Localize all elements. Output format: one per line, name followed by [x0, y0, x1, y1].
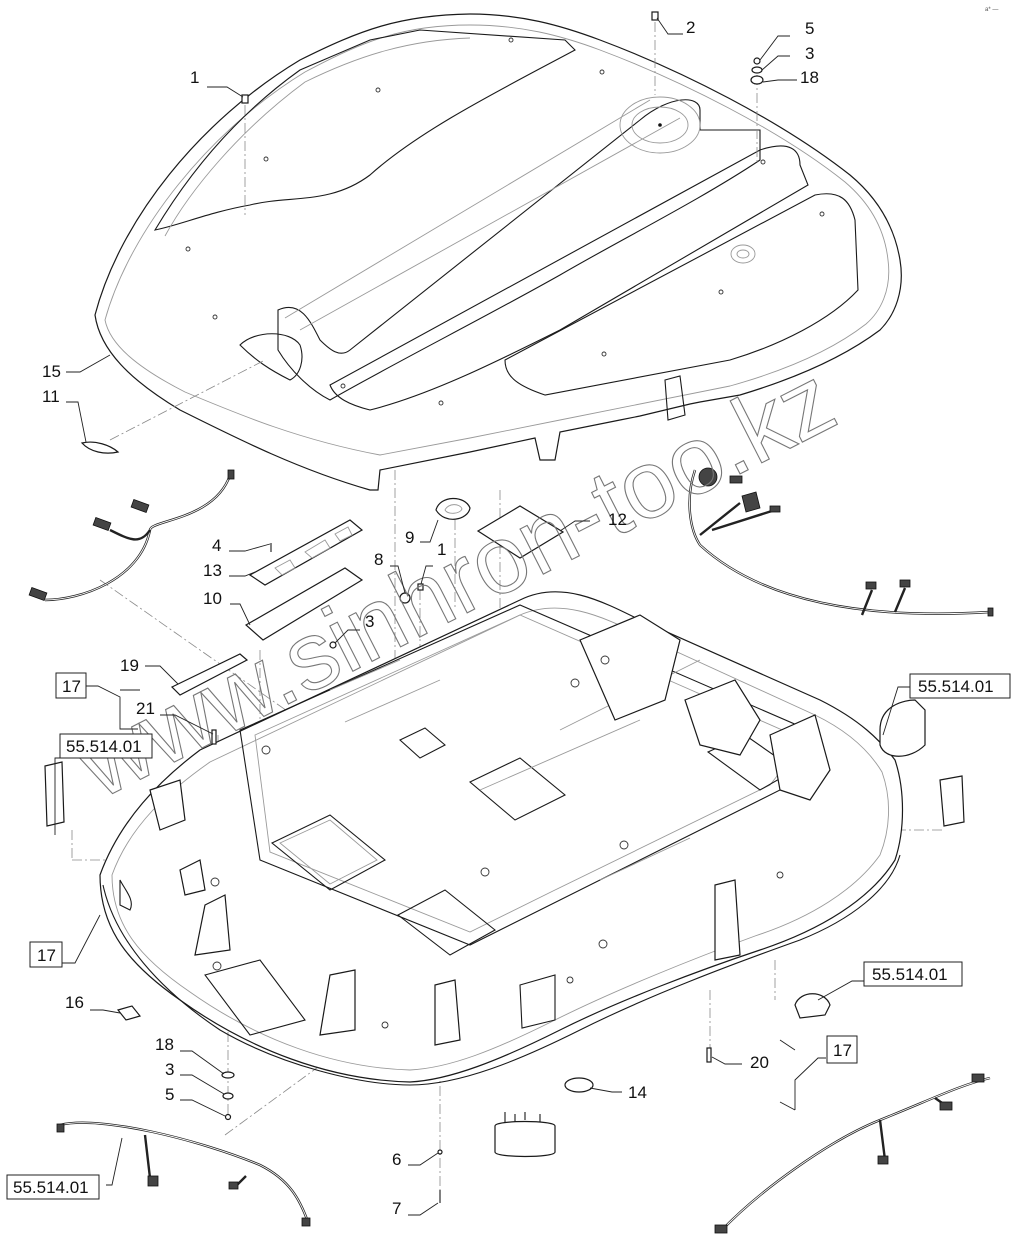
washer-3-bot: [222, 1092, 234, 1100]
ref-box-17-left-bottom[interactable]: 17: [29, 941, 63, 968]
washer-18-top: [750, 75, 764, 85]
callout-12: 12: [608, 510, 627, 529]
leader-lines: [54, 17, 910, 1216]
callout-15: 15: [42, 362, 61, 381]
callout-18-bot: 18: [155, 1035, 174, 1054]
grommet-9: [435, 497, 471, 520]
nut-5-bot: [224, 1113, 232, 1121]
roof-panel: [94, 13, 902, 491]
callout-18-top: 18: [800, 68, 819, 87]
callout-8: 8: [374, 550, 383, 569]
callout-5-top: 5: [805, 19, 814, 38]
callout-19: 19: [120, 656, 139, 675]
ref-box-label: 17: [833, 1041, 852, 1060]
washer-18-bot: [221, 1071, 235, 1079]
stud-21: [211, 729, 217, 745]
side-lamp-right: [939, 775, 965, 827]
clip-16: [116, 1005, 142, 1021]
corner-mark: a* —: [985, 7, 998, 13]
pad-12: [476, 505, 565, 559]
dome-lamp: [494, 1120, 556, 1158]
ref-box-label: 17: [37, 946, 56, 965]
callout-14: 14: [628, 1083, 647, 1102]
callout-13: 13: [203, 561, 222, 580]
ref-box-17-right[interactable]: 17: [826, 1035, 858, 1064]
wiring-harnesses: [28, 467, 994, 1234]
callout-2: 2: [686, 18, 695, 37]
loose-parts: [44, 11, 965, 1203]
pad-14: [564, 1077, 594, 1093]
ref-box-label: 17: [62, 677, 81, 696]
nut-5-top: [753, 57, 761, 65]
ref-box-lamp-right[interactable]: 55.514.01: [909, 673, 1011, 699]
ref-box-label: 55.514.01: [13, 1178, 89, 1197]
callout-21: 21: [136, 699, 155, 718]
callout-9: 9: [405, 528, 414, 547]
nut-3-mid: [329, 641, 337, 649]
callout-3-bot: 3: [165, 1060, 174, 1079]
washer-6: [437, 1149, 443, 1155]
side-lamp-left: [44, 761, 65, 827]
ref-box-label: 55.514.01: [66, 737, 142, 756]
ref-box-lamp-bottom-right[interactable]: 55.514.01: [863, 961, 963, 987]
callout-11: 11: [42, 387, 60, 406]
callout-3-top: 3: [805, 44, 814, 63]
callout-16: 16: [65, 993, 84, 1012]
lens-11: [80, 441, 120, 454]
washer-3-top: [751, 66, 763, 74]
plate-10: [244, 567, 364, 641]
callout-4: 4: [212, 536, 221, 555]
ref-box-harness-left[interactable]: 55.514.01: [59, 733, 153, 759]
bolt-1-mid: [417, 583, 424, 591]
strip-19: [170, 653, 249, 696]
ref-box-label: 55.514.01: [872, 965, 948, 984]
bolt-1-top: [241, 94, 249, 104]
work-lamp-housing: [879, 699, 926, 757]
callout-labels: 1 2 5 3 18 15 11 9 12 4 13 8 1 10 3 19 2…: [42, 18, 819, 1218]
callout-3-mid: 3: [365, 612, 374, 631]
callout-20: 20: [750, 1053, 769, 1072]
callout-1-mid: 1: [437, 540, 446, 559]
ref-box-label: 55.514.01: [918, 677, 994, 696]
callout-10: 10: [203, 589, 222, 608]
bolt-2: [651, 11, 659, 21]
callout-6: 6: [392, 1150, 401, 1169]
roof-base-frame: [99, 591, 904, 1086]
callout-1-top: 1: [190, 68, 199, 87]
callout-7: 7: [392, 1199, 401, 1218]
callout-5-bot: 5: [165, 1085, 174, 1104]
stud-20: [706, 1047, 712, 1063]
beacon-base: [794, 993, 831, 1019]
ref-box-harness-bottom[interactable]: 55.514.01: [6, 1174, 100, 1200]
ref-box-17-left-top[interactable]: 17: [55, 672, 87, 699]
